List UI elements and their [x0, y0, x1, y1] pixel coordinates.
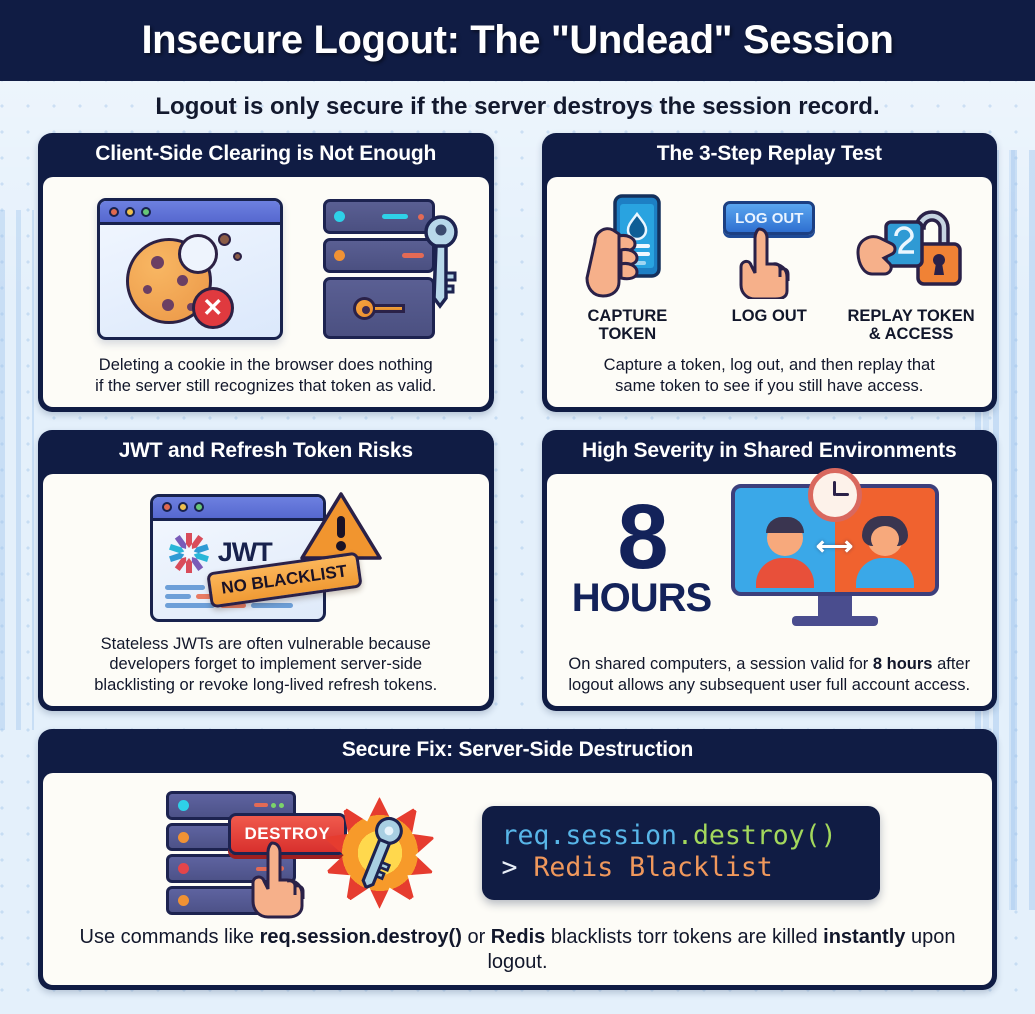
status-led-icon	[177, 831, 189, 843]
hand-keycard-unlocked-padlock-icon	[852, 187, 970, 305]
page-header: Insecure Logout: The "Undead" Session	[0, 0, 1035, 81]
status-dot-icon	[417, 213, 424, 220]
status-led-icon	[333, 250, 345, 261]
step-label: REPLAY TOKEN & ACCESS	[847, 307, 975, 344]
window-minimize-dot-icon	[124, 206, 135, 217]
logout-button[interactable]: LOG OUT	[723, 201, 816, 235]
card-client-side-clearing: Client-Side Clearing is Not Enough	[38, 133, 494, 412]
window-maximize-dot-icon	[193, 502, 204, 513]
illustration-row: DESTROY	[53, 783, 982, 921]
code-terminal: req.session.destroy() > Redis Blacklist	[481, 805, 880, 901]
destroy-button[interactable]: DESTROY	[227, 812, 348, 855]
step-replay-token: REPLAY TOKEN & ACCESS	[841, 187, 981, 343]
step-label: LOG OUT	[731, 307, 807, 325]
illustration-row: ✕	[53, 187, 479, 351]
card-title: Secure Fix: Server-Side Destruction	[341, 737, 694, 761]
logout-button-click-icon: LOG OUT	[723, 187, 816, 305]
jwt-label: JWT	[217, 537, 273, 568]
browser-titlebar	[99, 201, 280, 225]
card-jwt-refresh-risks: JWT and Refresh Token Risks	[38, 429, 494, 711]
server-destroy-icon: DESTROY	[156, 789, 456, 919]
steps-row: CAPTURE TOKEN LOG OUT LOG OUT	[557, 187, 983, 343]
stat-unit: HOURS	[571, 576, 712, 621]
card-caption: Use commands like req.session.destroy() …	[79, 925, 956, 974]
card-title: Client-Side Clearing is Not Enough	[95, 142, 437, 165]
crumb-icon	[232, 252, 242, 261]
avatar-female	[835, 488, 935, 592]
code-line-1: req.session.destroy()	[501, 819, 837, 851]
card-title: High Severity in Shared Environments	[582, 438, 957, 462]
hand-holding-phone-icon	[579, 187, 675, 305]
card-caption: Stateless JWTs are often vulnerable beca…	[94, 634, 438, 695]
stat-block: 8 HOURS	[557, 491, 727, 618]
card-caption: Deleting a cookie in the browser does no…	[95, 356, 437, 395]
warning-triangle-icon	[300, 491, 382, 560]
page-subtitle: Logout is only secure if the server dest…	[155, 93, 880, 120]
card-title: The 3-Step Replay Test	[656, 142, 882, 165]
monitor-screen: ⟷	[730, 483, 939, 596]
illustration-row: JWT	[53, 484, 479, 630]
browser-titlebar	[152, 496, 323, 521]
stat-number: 8	[617, 486, 668, 589]
card-secure-fix: Secure Fix: Server-Side Destruction	[38, 728, 997, 991]
status-bar-icon	[381, 214, 408, 219]
cookie-area: ✕	[100, 225, 280, 337]
jwt-browser-icon: JWT	[149, 488, 382, 626]
card-body: JWT	[43, 473, 489, 706]
status-led-icon	[177, 799, 189, 811]
avatar-male	[735, 488, 835, 592]
exchange-arrows-icon: ⟷	[815, 530, 854, 561]
browser-cookie-deleted-icon: ✕	[96, 198, 283, 340]
monitor-base	[791, 615, 878, 626]
card-replay-test: The 3-Step Replay Test	[541, 133, 997, 412]
rack-unit	[322, 238, 435, 273]
rack-unit	[322, 277, 435, 339]
card-caption: Capture a token, log out, and then repla…	[603, 356, 935, 395]
monitor-two-users-clock-icon: ⟷	[730, 467, 939, 626]
card-body: DESTROY	[43, 772, 992, 986]
jwt-brand-row: JWT	[153, 521, 323, 575]
step-label: CAPTURE TOKEN	[587, 307, 668, 344]
pointing-hand-icon	[739, 227, 790, 299]
key-secondary-icon	[424, 215, 458, 309]
window-close-dot-icon	[161, 502, 172, 513]
card-body: CAPTURE TOKEN LOG OUT LOG OUT	[546, 177, 992, 407]
card-caption: On shared computers, a session valid for…	[568, 655, 971, 695]
card-body: 8 HOURS	[546, 467, 992, 706]
window-minimize-dot-icon	[177, 502, 188, 513]
page-title: Insecure Logout: The "Undead" Session	[141, 18, 894, 62]
rack-unit	[322, 199, 435, 234]
status-led-icon	[177, 863, 189, 875]
card-title: JWT and Refresh Token Risks	[118, 438, 413, 462]
code-line-2: > Redis Blacklist	[501, 851, 773, 883]
stat-illustration-row: 8 HOURS	[557, 467, 983, 626]
jwt-logo-icon	[168, 532, 209, 573]
window-maximize-dot-icon	[140, 206, 151, 217]
card-body: ✕	[43, 177, 489, 407]
pointing-hand-icon	[251, 841, 304, 919]
card-grid: Client-Side Clearing is Not Enough	[0, 133, 1035, 991]
delete-x-icon: ✕	[191, 287, 234, 329]
server-rack	[322, 199, 435, 339]
clock-icon	[807, 467, 862, 522]
step-log-out: LOG OUT LOG OUT	[699, 187, 839, 325]
monitor-stand	[817, 595, 852, 616]
key-icon	[352, 297, 405, 320]
key-icon	[360, 816, 403, 890]
window-close-dot-icon	[108, 206, 119, 217]
server-rack-keys-icon	[322, 199, 458, 339]
step-capture-token: CAPTURE TOKEN	[557, 187, 697, 343]
status-bar-icon	[401, 253, 424, 258]
crumb-icon	[217, 233, 231, 246]
card-shared-environments: High Severity in Shared Environments 8 H…	[541, 429, 997, 711]
status-led-icon	[177, 895, 189, 907]
status-led-icon	[333, 211, 345, 222]
